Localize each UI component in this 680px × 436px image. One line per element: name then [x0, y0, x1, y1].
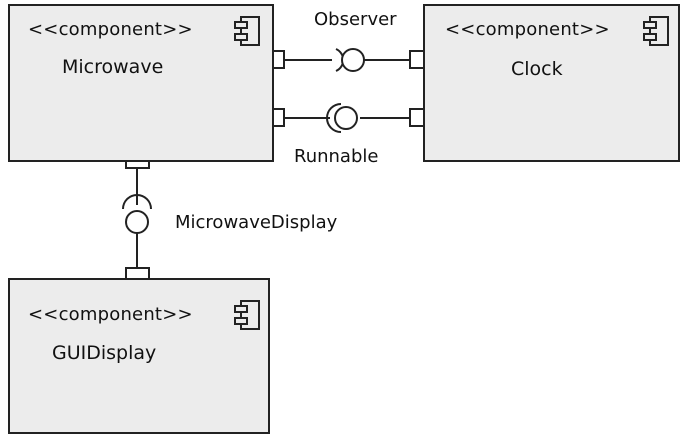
interface-label-observer: Observer	[314, 9, 397, 30]
component-icon	[234, 16, 260, 46]
component-clock[interactable]: <<component>> Clock	[423, 4, 680, 162]
interface-label-microwave-display: MicrowaveDisplay	[175, 212, 338, 233]
runnable-socket	[326, 103, 342, 133]
runnable-ball	[334, 106, 358, 130]
microwave-display-ball	[125, 210, 149, 234]
component-stereotype: <<component>>	[445, 19, 610, 40]
component-guidisplay[interactable]: <<component>> GUIDisplay	[8, 278, 270, 434]
component-name: GUIDisplay	[52, 342, 157, 364]
microwave-display-socket	[122, 194, 152, 210]
component-name: Clock	[511, 58, 563, 80]
component-icon	[234, 300, 260, 330]
component-icon	[643, 16, 669, 46]
component-stereotype: <<component>>	[28, 19, 193, 40]
observer-ball	[341, 48, 365, 72]
component-microwave[interactable]: <<component>> Microwave	[8, 4, 274, 162]
interface-label-runnable: Runnable	[294, 146, 379, 167]
component-name: Microwave	[62, 56, 164, 78]
component-stereotype: <<component>>	[28, 304, 193, 325]
